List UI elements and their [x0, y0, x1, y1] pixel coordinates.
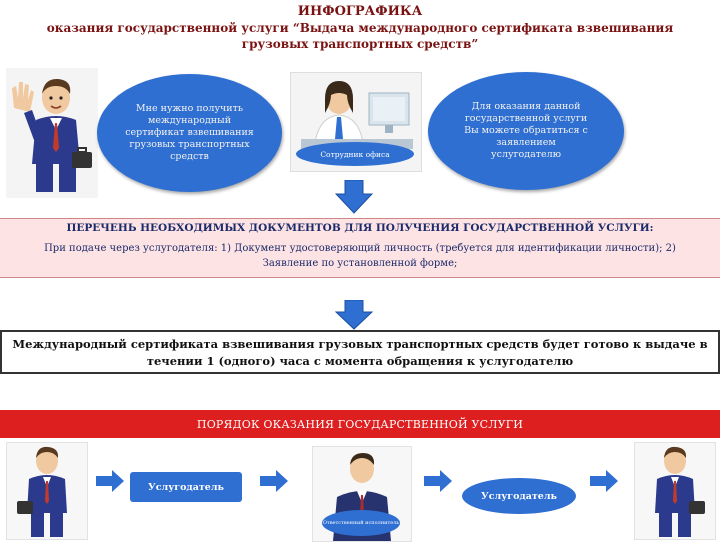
procedure-title: ПОРЯДОК ОКАЗАНИЯ ГОСУДАРСТВЕННОЙ УСЛУГИ — [196, 417, 524, 431]
response-speech-bubble: Для оказания данной государственной услу… — [428, 72, 624, 190]
page-title-block: ИНФОГРАФИКА оказания государственной усл… — [0, 4, 720, 52]
provider-label-right: Услугодатель — [462, 478, 576, 514]
citizen-speech-bubble: Мне нужно получить международный сертифи… — [97, 74, 282, 192]
client-card-right — [634, 442, 716, 540]
officer-label-bubble: Сотрудник офиса — [296, 142, 414, 166]
provider-label-left: Услугодатель — [130, 472, 242, 502]
provider-label-right-text: Услугодатель — [481, 490, 557, 502]
provider-label-left-text: Услугодатель — [148, 481, 224, 493]
page-title: ИНФОГРАФИКА — [297, 4, 423, 19]
right-arrow-icon — [590, 470, 618, 492]
response-speech-text: Для оказания данной государственной услу… — [464, 101, 588, 160]
documents-text: При подаче через услугодателя: 1) Докуме… — [44, 243, 676, 269]
page-subtitle: оказания государственной услуги “Выдача … — [46, 21, 674, 51]
down-arrow-icon — [334, 179, 374, 214]
procedure-title-band: ПОРЯДОК ОКАЗАНИЯ ГОСУДАРСТВЕННОЙ УСЛУГИ — [0, 410, 720, 438]
right-arrow-icon — [424, 470, 452, 492]
result-text: Международный сертификата взвешивания гр… — [12, 337, 708, 368]
down-arrow-icon — [334, 299, 374, 330]
executor-label-text: Ответственный исполнитель — [322, 520, 400, 526]
documents-title: ПЕРЕЧЕНЬ НЕОБХОДИМЫХ ДОКУМЕНТОВ ДЛЯ ПОЛУ… — [66, 222, 654, 234]
right-arrow-icon — [96, 470, 124, 492]
officer-label-text: Сотрудник офиса — [320, 149, 390, 159]
right-arrow-icon — [260, 470, 288, 492]
citizen-figure — [6, 68, 98, 198]
documents-panel — [0, 218, 720, 278]
client-card-left — [6, 442, 88, 540]
executor-label: Ответственный исполнитель — [322, 510, 400, 536]
citizen-speech-text: Мне нужно получить международный сертифи… — [125, 103, 254, 162]
result-panel: Международный сертификата взвешивания гр… — [0, 330, 720, 374]
